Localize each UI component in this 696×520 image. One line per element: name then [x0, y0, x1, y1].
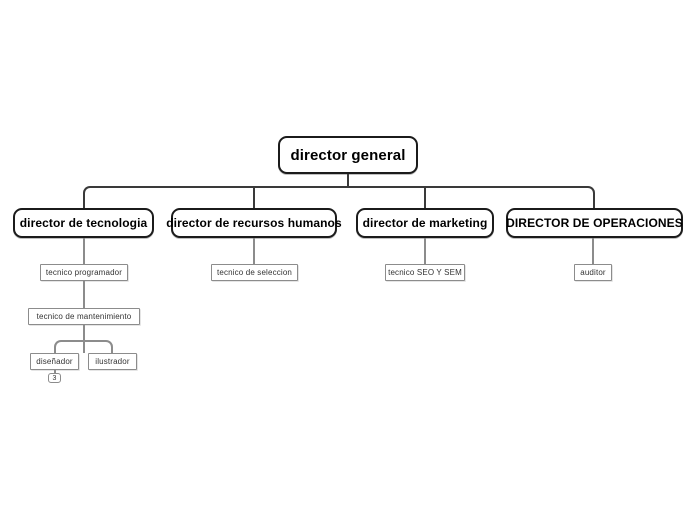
node-label: director de marketing — [362, 216, 488, 230]
connector-marketing-to-seo — [424, 238, 426, 264]
connector-mantenimiento-down — [83, 325, 85, 353]
node-label: tecnico programador — [45, 268, 123, 277]
connector-disenador-to-badge — [54, 370, 56, 373]
connector-programador-to-mantenimiento — [83, 281, 85, 308]
collapsed-count-label: 3 — [52, 374, 57, 382]
collapsed-count-badge[interactable]: 3 — [48, 373, 61, 383]
connector-rrhh-to-seleccion — [253, 238, 255, 264]
node-auditor[interactable]: auditor — [574, 264, 612, 281]
node-tecnico-programador[interactable]: tecnico programador — [40, 264, 128, 281]
node-label: tecnico de seleccion — [216, 268, 293, 277]
connector-tecnologia-to-programador — [83, 238, 85, 264]
node-label: ilustrador — [95, 357, 130, 366]
node-label: tecnico SEO Y SEM — [388, 268, 462, 277]
node-label: diseñador — [36, 357, 73, 366]
connector-operaciones-to-auditor — [592, 238, 594, 264]
node-director-general[interactable]: director general — [278, 136, 418, 174]
connector-drop-recursos-humanos — [253, 186, 255, 208]
connector-root-down — [347, 174, 349, 187]
node-disenador[interactable]: diseñador — [30, 353, 79, 370]
node-ilustrador[interactable]: ilustrador — [88, 353, 137, 370]
connector-elbow-left — [83, 186, 97, 208]
node-label: director de tecnologia — [19, 216, 148, 230]
node-director-de-recursos-humanos[interactable]: director de recursos humanos — [166, 208, 342, 238]
node-tecnico-de-mantenimiento[interactable]: tecnico de mantenimiento — [28, 308, 140, 325]
connector-elbow-ilustrador — [84, 340, 113, 354]
connector-bus-level1 — [95, 186, 583, 188]
node-director-de-operaciones[interactable]: DIRECTOR DE OPERACIONES — [506, 208, 683, 238]
node-tecnico-seo-y-sem[interactable]: tecnico SEO Y SEM — [385, 264, 465, 281]
node-label: auditor — [580, 268, 606, 277]
node-director-de-tecnologia[interactable]: director de tecnologia — [13, 208, 154, 238]
node-label: director de recursos humanos — [166, 216, 342, 230]
node-label: DIRECTOR DE OPERACIONES — [506, 216, 683, 230]
node-label: tecnico de mantenimiento — [36, 312, 132, 321]
connector-elbow-disenador — [54, 340, 84, 354]
connector-elbow-right — [581, 186, 595, 208]
node-label: director general — [290, 146, 406, 164]
node-director-de-marketing[interactable]: director de marketing — [356, 208, 494, 238]
connector-drop-marketing — [424, 186, 426, 208]
node-tecnico-de-seleccion[interactable]: tecnico de seleccion — [211, 264, 298, 281]
